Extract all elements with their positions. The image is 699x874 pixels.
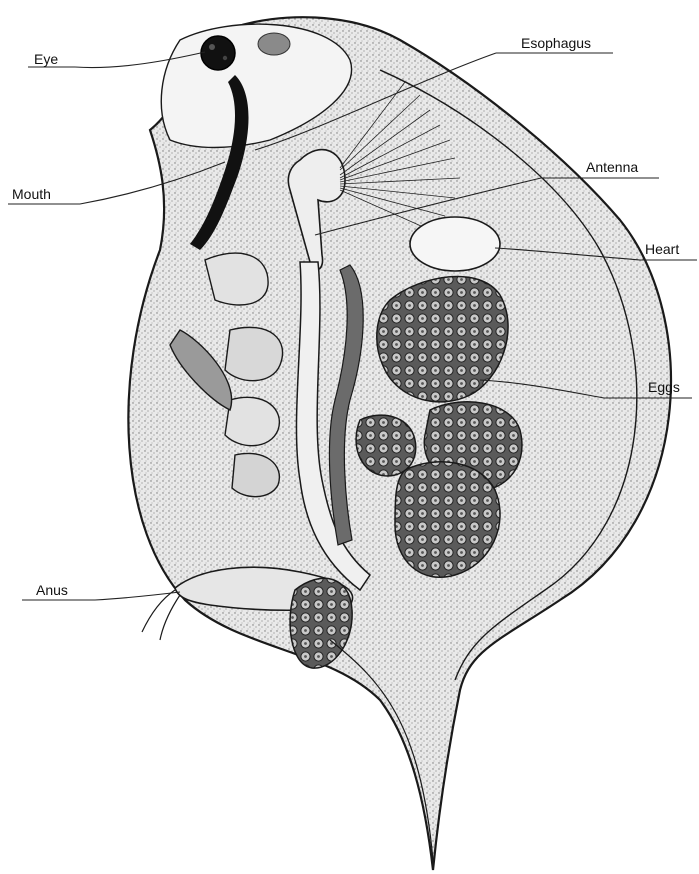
label-eggs-text: Eggs	[648, 379, 680, 395]
label-mouth-text: Mouth	[12, 186, 51, 202]
label-heart-text: Heart	[645, 241, 679, 257]
heart	[410, 217, 500, 271]
label-esophagus-text: Esophagus	[521, 35, 591, 51]
daphnia-body	[128, 17, 671, 870]
abdominal-claws	[142, 590, 180, 640]
label-antenna-text: Antenna	[586, 159, 638, 175]
label-eye-text: Eye	[34, 51, 58, 67]
label-anus: Anus	[22, 582, 180, 600]
brain	[258, 33, 290, 55]
label-anus-text: Anus	[36, 582, 68, 598]
compound-eye	[201, 36, 235, 70]
